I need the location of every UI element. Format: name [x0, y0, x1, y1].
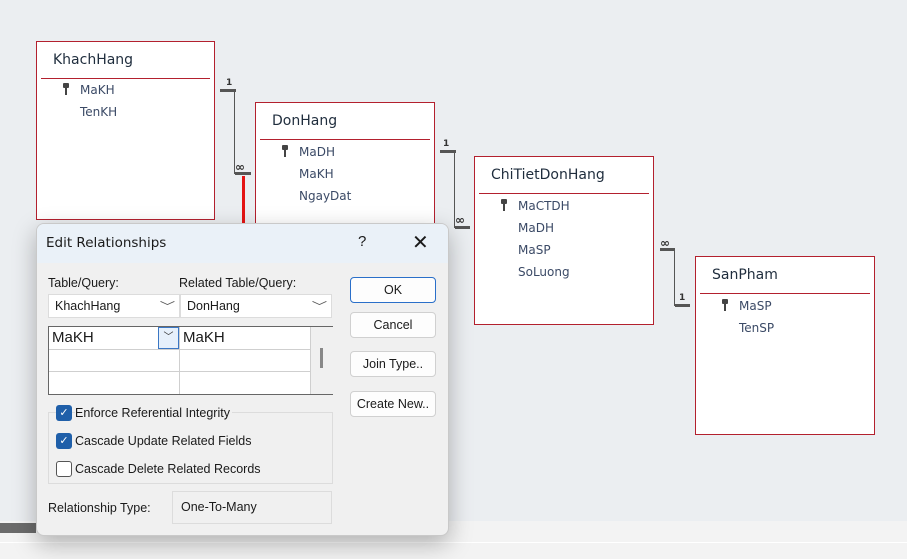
- line-segment: [220, 89, 236, 92]
- table-query-value: KhachHang: [55, 299, 121, 313]
- table-query-label: Table/Query:: [48, 276, 119, 290]
- cascade-delete-checkbox[interactable]: [56, 461, 72, 477]
- dialog-titlebar[interactable]: Edit Relationships ? ✕: [37, 224, 448, 263]
- divider: [0, 542, 907, 543]
- chevron-down-icon: ﹀: [311, 301, 328, 313]
- table-khachhang[interactable]: KhachHang MaKH TenKH: [36, 41, 215, 220]
- field-soluong[interactable]: SoLuong: [518, 265, 570, 279]
- relationship-type-label: Relationship Type:: [48, 501, 151, 515]
- related-table-query-label: Related Table/Query:: [179, 276, 297, 290]
- ok-button[interactable]: OK: [350, 277, 436, 303]
- table-sanpham[interactable]: SanPham MaSP TenSP: [695, 256, 875, 435]
- one-label: 1: [679, 293, 686, 303]
- cancel-button[interactable]: Cancel: [350, 312, 436, 338]
- table-title: DonHang: [272, 113, 338, 129]
- enforce-integrity-checkbox[interactable]: ✓: [56, 405, 72, 421]
- left-field-value: MaKH: [52, 329, 94, 346]
- line-segment: [234, 89, 235, 174]
- enforce-integrity-label[interactable]: Enforce Referential Integrity: [75, 406, 232, 420]
- line-segment: [454, 150, 455, 228]
- field-mactdh[interactable]: MaCTDH: [518, 199, 570, 213]
- field-madh[interactable]: MaDH: [518, 221, 554, 235]
- many-label: ∞: [235, 160, 245, 174]
- divider: [41, 78, 210, 79]
- cascade-delete-label[interactable]: Cascade Delete Related Records: [75, 462, 263, 476]
- table-donhang[interactable]: DonHang MaDH MaKH NgayDat: [255, 102, 435, 242]
- related-table-query-select[interactable]: DonHang ﹀: [180, 294, 332, 318]
- cascade-update-checkbox[interactable]: ✓: [56, 433, 72, 449]
- field-ngaydat[interactable]: NgayDat: [299, 189, 352, 203]
- edit-relationships-dialog: Edit Relationships ? ✕ Table/Query: Rela…: [36, 223, 449, 536]
- divider: [700, 293, 870, 294]
- divider: [479, 193, 649, 194]
- divider: [260, 139, 430, 140]
- line-segment: [235, 172, 251, 175]
- table-query-select[interactable]: KhachHang ﹀: [48, 294, 180, 318]
- annotation-arrow: [242, 176, 245, 246]
- chevron-down-icon[interactable]: ﹀: [158, 327, 179, 349]
- field-masp[interactable]: MaSP: [739, 299, 772, 313]
- field-tenkh[interactable]: TenKH: [80, 105, 118, 119]
- line-segment: [674, 248, 675, 306]
- scrollbar-thumb[interactable]: [0, 523, 36, 533]
- table-title: ChiTietDonHang: [491, 167, 605, 183]
- line-segment: [675, 304, 690, 307]
- field-makh[interactable]: MaKH: [299, 167, 334, 181]
- grid-scrollbar[interactable]: [311, 327, 333, 394]
- field-madh[interactable]: MaDH: [299, 145, 335, 159]
- related-table-query-value: DonHang: [187, 299, 240, 313]
- right-field-value: MaKH: [183, 329, 225, 346]
- field-masp[interactable]: MaSP: [518, 243, 551, 257]
- line-segment: [440, 150, 456, 153]
- table-chitietdonhang[interactable]: ChiTietDonHang MaCTDH MaDH MaSP SoLuong: [474, 156, 654, 325]
- chevron-down-icon: ﹀: [159, 301, 176, 313]
- table-title: KhachHang: [53, 52, 134, 68]
- field-makh[interactable]: MaKH: [80, 83, 115, 97]
- one-label: 1: [226, 78, 233, 88]
- relationship-type-value: One-To-Many: [172, 491, 332, 524]
- many-label: ∞: [455, 213, 465, 227]
- left-field-cell[interactable]: [49, 372, 180, 394]
- scrollbar-thumb[interactable]: [320, 348, 323, 368]
- dialog-title: Edit Relationships: [46, 235, 167, 251]
- primary-key-icon: [63, 83, 69, 95]
- one-label: 1: [443, 139, 450, 149]
- create-new-button[interactable]: Create New..: [350, 391, 436, 417]
- close-icon[interactable]: ✕: [412, 232, 429, 254]
- cascade-update-label[interactable]: Cascade Update Related Fields: [75, 434, 254, 448]
- join-type-button[interactable]: Join Type..: [350, 351, 436, 377]
- primary-key-icon: [501, 199, 507, 211]
- right-field-cell[interactable]: [180, 350, 311, 372]
- right-field-cell[interactable]: MaKH: [180, 327, 311, 350]
- field-tensp[interactable]: TenSP: [739, 321, 775, 335]
- left-field-cell[interactable]: [49, 350, 180, 372]
- line-segment: [455, 226, 470, 229]
- many-label: ∞: [660, 236, 670, 250]
- primary-key-icon: [722, 299, 728, 311]
- table-title: SanPham: [712, 267, 778, 283]
- line-segment: [660, 248, 675, 251]
- left-field-cell[interactable]: MaKH ﹀: [49, 327, 180, 350]
- help-button[interactable]: ?: [358, 233, 367, 250]
- primary-key-icon: [282, 145, 288, 157]
- field-mapping-grid[interactable]: MaKH ﹀ MaKH: [48, 326, 333, 395]
- right-field-cell[interactable]: [180, 372, 311, 394]
